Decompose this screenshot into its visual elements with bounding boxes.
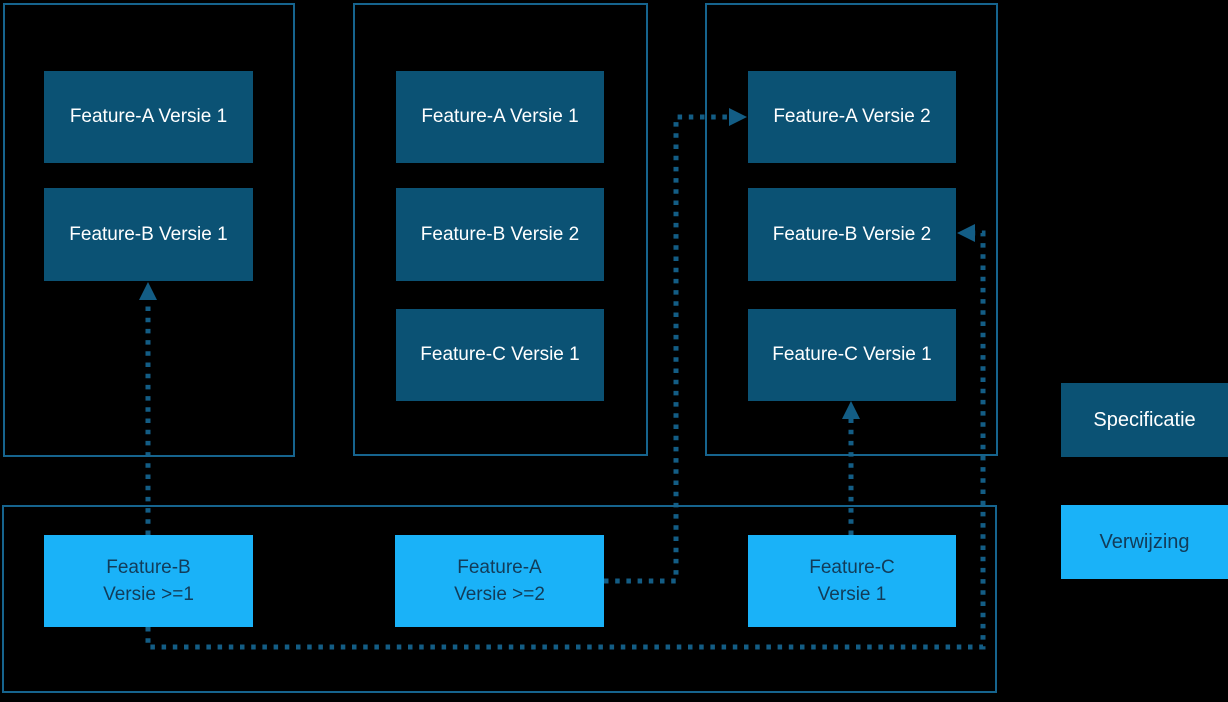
reference-container [2,505,997,693]
ref-box-feature-a-line1: Feature-A [457,557,542,578]
ref-box-feature-c: Feature-C Versie 1 [748,535,956,627]
spec-box-feature-c-v1-c3: Feature-C Versie 1 [748,309,956,401]
spec-box-feature-a-v1-c2: Feature-A Versie 1 [396,71,604,163]
specification-container-2 [353,3,648,456]
spec-box-feature-c-v1-c2: Feature-C Versie 1 [396,309,604,401]
ref-box-feature-a-line2: Versie >=2 [454,584,545,605]
ref-box-feature-c-line1: Feature-C [809,557,895,578]
legend-specification: Specificatie [1061,383,1228,457]
ref-box-feature-b-line1: Feature-B [106,557,191,578]
ref-box-feature-b-line2: Versie >=1 [103,584,194,605]
spec-box-feature-b-v1-c1: Feature-B Versie 1 [44,188,253,281]
spec-box-feature-b-v2-c2: Feature-B Versie 2 [396,188,604,281]
ref-box-feature-a: Feature-A Versie >=2 [395,535,604,627]
specification-container-3 [705,3,998,456]
specification-container-1 [3,3,295,457]
ref-box-feature-c-line2: Versie 1 [817,584,887,605]
legend-reference: Verwijzing [1061,505,1228,579]
spec-box-feature-a-v1-c1: Feature-A Versie 1 [44,71,253,163]
spec-box-feature-b-v2-c3: Feature-B Versie 2 [748,188,956,281]
spec-box-feature-a-v2-c3: Feature-A Versie 2 [748,71,956,163]
ref-box-feature-b: Feature-B Versie >=1 [44,535,253,627]
